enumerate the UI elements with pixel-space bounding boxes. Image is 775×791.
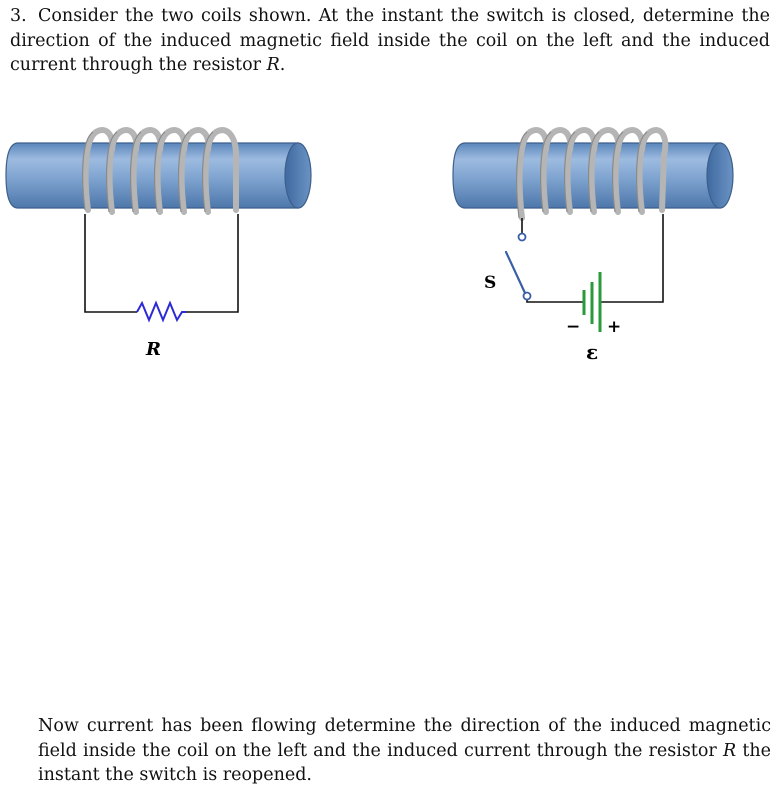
switch xyxy=(504,232,532,301)
left-cylinder xyxy=(5,142,299,209)
battery-minus-label: − xyxy=(566,317,580,337)
left-coil-assembly xyxy=(5,127,312,323)
switch-label: S xyxy=(484,273,496,293)
battery-plus-label: + xyxy=(607,317,621,337)
question-part-2-text: Now current has been flowing determine t… xyxy=(38,716,771,761)
question-part-1-end: . xyxy=(279,55,286,75)
resistor-symbol-2: R xyxy=(722,740,737,761)
right-cylinder-end xyxy=(706,142,734,209)
battery xyxy=(582,272,602,332)
left-circuit-wire xyxy=(84,214,239,313)
emf-label: ε xyxy=(586,340,598,364)
resistor-symbol: R xyxy=(266,55,280,75)
question-number: 3. xyxy=(10,6,27,26)
question-part-2-end: the instant the switch is reopened. xyxy=(38,740,771,786)
right-cylinder xyxy=(452,142,721,209)
question-part-1: 3.Consider the two coils shown. At the i… xyxy=(10,4,770,78)
question-part-1-text: Consider the two coils shown. At the ins… xyxy=(10,6,770,75)
coils-figure: R xyxy=(5,127,734,364)
left-cylinder-end xyxy=(284,142,312,209)
question-part-2: Now current has been flowing determine t… xyxy=(38,714,771,788)
resistor xyxy=(136,300,186,323)
resistor-label: R xyxy=(145,339,161,360)
right-coil-assembly xyxy=(452,127,734,332)
